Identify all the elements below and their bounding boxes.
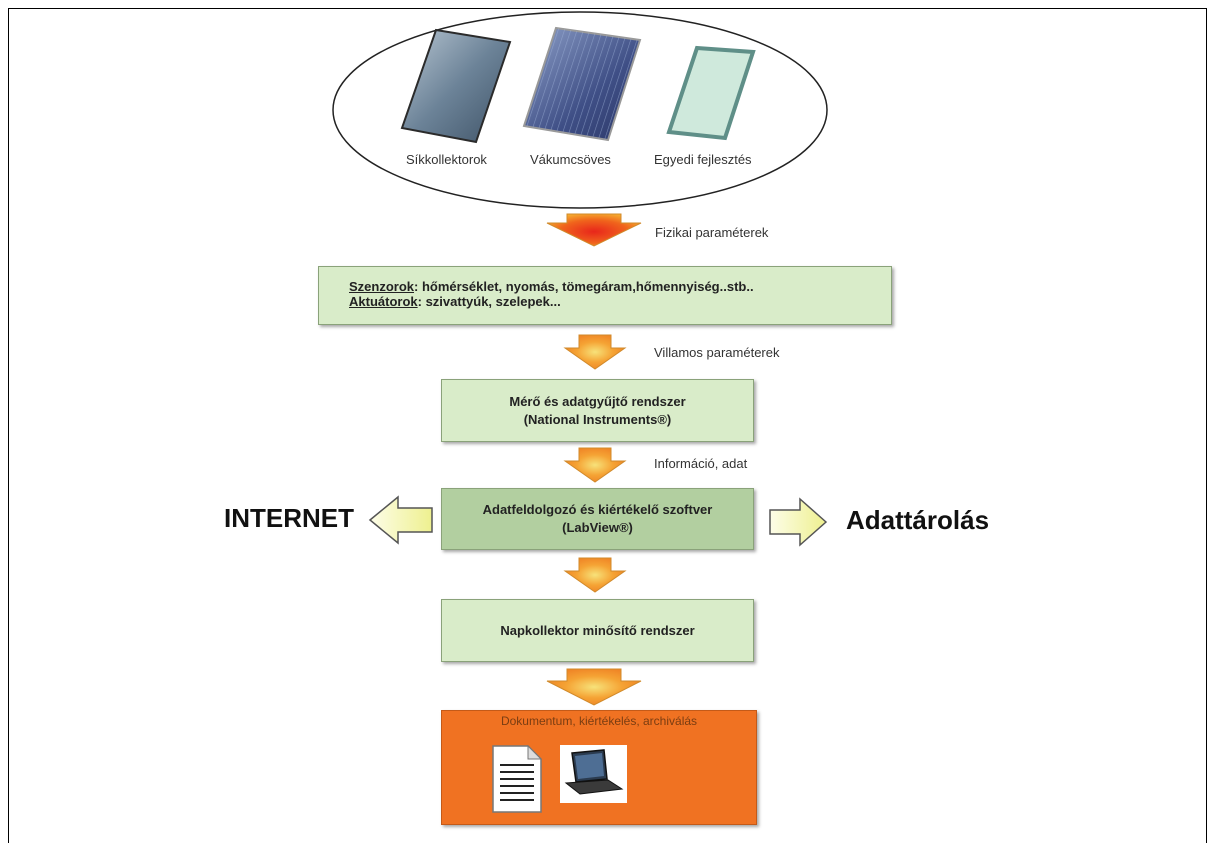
measurement-system-vendor: (National Instruments®) xyxy=(523,411,672,427)
laptop-icon xyxy=(560,745,627,803)
actuators-key: Aktuátorok xyxy=(349,294,418,309)
storage-label: Adattárolás xyxy=(846,505,990,535)
actuators-list: : szivattyúk, szelepek... xyxy=(417,294,561,309)
down-arrow-processing xyxy=(563,557,627,593)
sensors-list: : hőmérséklet, nyomás, tömegáram,hőmenny… xyxy=(414,279,754,294)
custom-collector-label: Egyedi fejlesztés xyxy=(654,152,752,167)
vacuum-collector-label: Vákumcsöves xyxy=(530,152,611,167)
sensors-actuators-box: Szenzorok: hőmérséklet, nyomás, tömegára… xyxy=(318,266,892,325)
documentation-box: Dokumentum, kiértékelés, archiválás xyxy=(441,710,757,825)
right-arrow-storage xyxy=(769,497,828,547)
processing-software-title: Adatfeldolgozó és kiértékelő szoftver xyxy=(482,502,713,517)
document-icon xyxy=(492,745,542,813)
down-arrow-physical xyxy=(546,213,642,247)
information-label: Információ, adat xyxy=(654,456,748,471)
electrical-parameters-label: Villamos paraméterek xyxy=(654,345,780,360)
physical-parameters-label: Fizikai paraméterek xyxy=(655,225,769,240)
custom-collector-image xyxy=(666,45,756,141)
down-arrow-documentation xyxy=(546,668,642,706)
sensors-key: Szenzorok xyxy=(349,279,415,294)
left-arrow-internet xyxy=(368,495,433,545)
diagram-frame xyxy=(8,8,1207,843)
down-arrow-information xyxy=(563,447,627,483)
documentation-label: Dokumentum, kiértékelés, archiválás xyxy=(500,714,698,728)
internet-label: INTERNET xyxy=(224,503,354,533)
measurement-system-title: Mérő és adatgyűjtő rendszer xyxy=(509,393,686,409)
down-arrow-electrical xyxy=(563,334,627,370)
measurement-system-box: Mérő és adatgyűjtő rendszer (National In… xyxy=(441,379,754,442)
qualification-system-box: Napkollektor minősítő rendszer xyxy=(441,599,754,662)
flat-collector-image xyxy=(400,28,512,144)
qualification-system-label: Napkollektor minősítő rendszer xyxy=(500,622,695,638)
flat-collector-label: Síkkollektorok xyxy=(406,152,487,167)
vacuum-collector-image xyxy=(522,26,642,142)
processing-software-box: Adatfeldolgozó és kiértékelő szoftver (L… xyxy=(441,488,754,550)
processing-software-name: (LabView®) xyxy=(562,520,633,535)
